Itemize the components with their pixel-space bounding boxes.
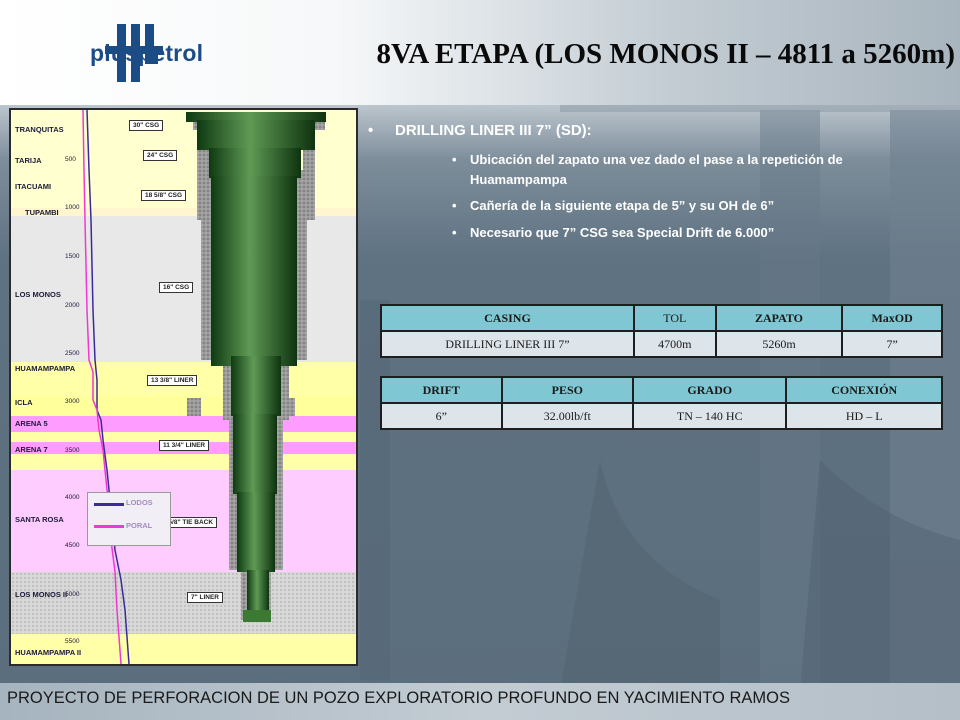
sub-bullet-text: Cañería de la siguiente etapa de 5” y su… xyxy=(470,198,775,213)
bullet-dot-icon: • xyxy=(368,122,374,139)
formation-band xyxy=(11,432,356,442)
formation-label: TARIJA xyxy=(15,156,42,165)
casing-label: 30" CSG xyxy=(129,120,164,131)
depth-label: 2000 xyxy=(65,302,80,309)
table-header-row: CASING TOL ZAPATO MaxOD xyxy=(380,304,943,332)
footer-text: PROYECTO DE PERFORACION DE UN POZO EXPLO… xyxy=(7,689,790,707)
table-row: DRILLING LINER III 7” 4700m 5260m 7” xyxy=(380,330,943,358)
table-cell: TN – 140 HC xyxy=(632,402,788,430)
casing-label: 13 3/8" LINER xyxy=(147,375,198,386)
table-cell: HD – L xyxy=(785,402,943,430)
table-header-cell: CONEXIÓN xyxy=(785,376,943,404)
depth-label: 3000 xyxy=(65,398,80,405)
depth-label: 5500 xyxy=(65,638,80,645)
casing-table: CASING TOL ZAPATO MaxOD DRILLING LINER I… xyxy=(380,304,943,358)
lodos-legend-swatch xyxy=(94,503,124,506)
depth-label: 1000 xyxy=(65,204,80,211)
sub-bullet-text: Necesario que 7” CSG sea Special Drift d… xyxy=(470,225,775,240)
table-header-cell: GRADO xyxy=(632,376,788,404)
table-cell: 32.00lb/ft xyxy=(500,402,635,430)
table-cell: 5260m xyxy=(714,330,844,358)
casing-label: 18 5/8" CSG xyxy=(141,190,187,201)
bullet-dot-icon: • xyxy=(452,152,457,167)
table-header-cell: TOL xyxy=(632,304,717,332)
logo-text: pluspetrol xyxy=(90,40,204,66)
table-row: 6” 32.00lb/ft TN – 140 HC HD – L xyxy=(380,402,943,430)
depth-label: 1500 xyxy=(65,253,80,260)
table-cell: DRILLING LINER III 7” xyxy=(380,330,635,358)
formation-label: TRANQUITAS xyxy=(15,125,64,134)
formation-label: SANTA ROSA xyxy=(15,515,64,524)
pluspetrol-logo-icon xyxy=(105,24,163,82)
formation-label: ITACUAMI xyxy=(15,182,52,191)
depth-label: 3500 xyxy=(65,447,80,454)
formation-label: ICLA xyxy=(15,398,33,407)
casing-label: 7" LINER xyxy=(187,592,224,603)
formation-label: LOS MONOS II xyxy=(15,590,68,599)
formation-label: HUAMAMPAMPA xyxy=(15,364,76,373)
depth-label: 4500 xyxy=(65,542,80,549)
table-header-cell: DRIFT xyxy=(380,376,503,404)
formation-band xyxy=(11,634,356,664)
table-header-cell: PESO xyxy=(500,376,635,404)
drift-table: DRIFT PESO GRADO CONEXIÓN 6” 32.00lb/ft … xyxy=(380,376,943,430)
formation-band xyxy=(11,572,356,634)
formation-label: TUPAMBI xyxy=(25,208,59,217)
formation-label: HUAMAMPAMPA II xyxy=(15,648,82,657)
legend-label-lodos: LODOS xyxy=(126,498,153,507)
depth-label: 5000 xyxy=(65,591,80,598)
casing-label: 24" CSG xyxy=(143,150,178,161)
table-cell: 4700m xyxy=(632,330,717,358)
depth-label: 4000 xyxy=(65,494,80,501)
legend-label-poral: PORAL xyxy=(126,521,153,530)
well-diagram: TRANQUITAS TARIJA ITACUAMI TUPAMBI LOS M… xyxy=(9,108,358,666)
table-header-cell: ZAPATO xyxy=(714,304,844,332)
depth-label: 2500 xyxy=(65,350,80,357)
formation-label: ARENA 5 xyxy=(15,419,48,428)
lodos-curve xyxy=(86,110,130,664)
page-title: 8VA ETAPA (LOS MONOS II – 4811 a 5260m) xyxy=(376,38,955,70)
casing-label: 11 3/4" LINER xyxy=(159,440,210,451)
sub-bullet-text: Ubicación del zapato una vez dado el pas… xyxy=(470,152,843,187)
table-cell: 6” xyxy=(380,402,503,430)
casing-label: 16" CSG xyxy=(159,282,194,293)
poral-legend-swatch xyxy=(94,525,124,528)
table-header-cell: CASING xyxy=(380,304,635,332)
formation-label: ARENA 7 xyxy=(15,445,48,454)
casing-schematic xyxy=(82,110,326,664)
bullet-dot-icon: • xyxy=(452,225,457,240)
table-header-row: DRIFT PESO GRADO CONEXIÓN xyxy=(380,376,943,404)
table-cell: 7” xyxy=(841,330,943,358)
formation-band xyxy=(11,208,356,216)
bullet-dot-icon: • xyxy=(452,198,457,213)
poral-curve xyxy=(82,110,122,664)
table-header-cell: MaxOD xyxy=(841,304,943,332)
formation-label: LOS MONOS xyxy=(15,290,61,299)
footer-band: PROYECTO DE PERFORACION DE UN POZO EXPLO… xyxy=(0,683,960,720)
main-bullet-text: DRILLING LINER III 7” (SD): xyxy=(395,122,592,139)
curve-legend: LODOS PORAL xyxy=(87,492,171,546)
depth-label: 500 xyxy=(65,156,76,163)
